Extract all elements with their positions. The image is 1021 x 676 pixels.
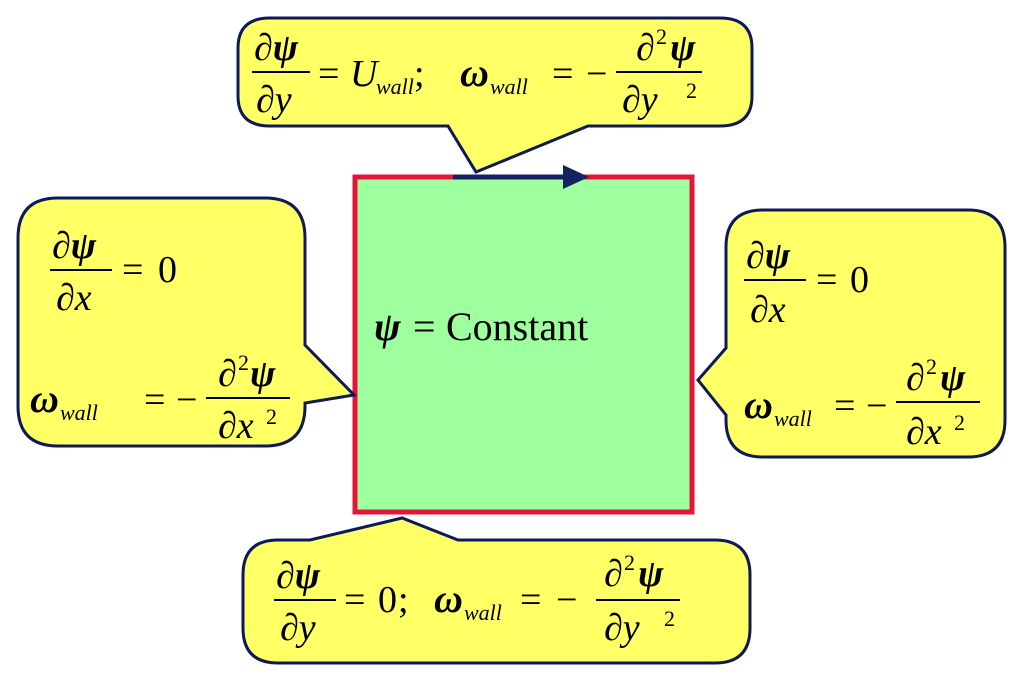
- svg-text:∂y: ∂y: [256, 79, 292, 121]
- svg-text:wall: wall: [376, 74, 414, 99]
- svg-text:ψ: ψ: [940, 357, 966, 399]
- svg-text:∂x: ∂x: [56, 277, 92, 319]
- svg-text:ψ: ψ: [250, 353, 276, 395]
- right-callout: [696, 208, 1007, 459]
- svg-text:∂: ∂: [636, 27, 655, 69]
- svg-text:wall: wall: [490, 74, 528, 99]
- svg-text:= 0: = 0: [816, 259, 869, 301]
- svg-text:ψ: ψ: [670, 27, 696, 69]
- top-callout-formula: ∂ψ ∂y = U wall ; ω wall = − ∂ 2 ψ ∂y 2: [252, 24, 702, 121]
- svg-text:2: 2: [656, 24, 667, 49]
- right-callout-formula: ∂ψ ∂x = 0 ω wall = − ∂ 2 ψ ∂x 2: [744, 235, 980, 453]
- svg-text:= 0 ;: = 0 ;: [344, 579, 409, 621]
- svg-text:2: 2: [664, 606, 675, 631]
- svg-text:∂: ∂: [218, 353, 237, 395]
- svg-text:∂y: ∂y: [280, 607, 316, 649]
- svg-text:2: 2: [686, 78, 697, 103]
- svg-text:2: 2: [266, 404, 277, 429]
- svg-text:= −: = −: [552, 53, 607, 95]
- svg-text:wall: wall: [60, 400, 98, 425]
- svg-text:= U: = U: [318, 53, 380, 95]
- bottom-callout-formula: ∂ψ ∂y = 0 ; ω wall = − ∂ 2 ψ ∂y 2: [274, 550, 680, 649]
- svg-text:∂ψ: ∂ψ: [276, 555, 321, 597]
- svg-text:ψ: ψ: [638, 553, 664, 595]
- svg-text:∂x: ∂x: [750, 289, 786, 331]
- svg-text:2: 2: [954, 410, 965, 435]
- svg-text:wall: wall: [774, 406, 812, 431]
- svg-text:= −: = −: [834, 385, 887, 427]
- left-callout: [16, 196, 358, 448]
- lid-velocity-arrow: [453, 165, 589, 189]
- svg-text:;: ;: [414, 53, 425, 95]
- svg-text:2: 2: [926, 354, 937, 379]
- top-callout: [236, 16, 754, 174]
- svg-text:wall: wall: [464, 600, 502, 625]
- left-callout-formula: ∂ψ ∂x = 0 ω wall = − ∂ 2 ψ ∂x 2: [30, 225, 290, 447]
- svg-text:∂y: ∂y: [622, 79, 658, 121]
- svg-text:2: 2: [624, 550, 635, 575]
- svg-text:2: 2: [238, 350, 249, 375]
- svg-text:= −: = −: [520, 579, 577, 621]
- svg-text:= −: = −: [144, 379, 197, 421]
- svg-text:∂x: ∂x: [906, 411, 942, 453]
- svg-text:∂x: ∂x: [218, 405, 254, 447]
- svg-text:∂y: ∂y: [604, 607, 640, 649]
- svg-text:∂ψ: ∂ψ: [746, 235, 791, 277]
- center-equation: ψ = Constant: [374, 304, 588, 349]
- svg-text:∂ψ: ∂ψ: [254, 27, 299, 69]
- svg-text:∂ψ: ∂ψ: [52, 225, 97, 267]
- domain-box: [352, 174, 695, 515]
- svg-text:ω: ω: [460, 50, 489, 95]
- svg-text:= 0: = 0: [122, 249, 177, 291]
- svg-text:ω: ω: [434, 576, 463, 621]
- svg-text:∂: ∂: [604, 553, 623, 595]
- svg-text:ω: ω: [744, 382, 773, 427]
- svg-text:ω: ω: [30, 376, 59, 421]
- bottom-callout: [241, 516, 752, 665]
- svg-text:∂: ∂: [906, 357, 925, 399]
